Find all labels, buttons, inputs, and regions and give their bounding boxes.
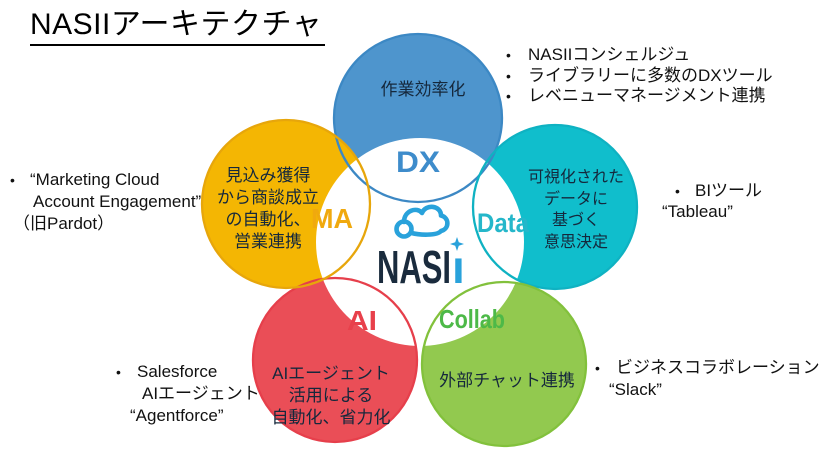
dx-circle-outline [332, 32, 504, 204]
dx-annotation: • NASIIコンシェルジュ • ライブラリーに多数のDXツール • レベニュー… [506, 45, 773, 107]
list-item: • レベニューマネージメント連携 [506, 86, 773, 107]
ma-annotation: • “Marketing Cloud Account Engagement” （… [8, 169, 201, 235]
collab-annotation: • ビジネスコラボレーション “Slack” [595, 357, 820, 401]
ma-circle-text: から商談成立 [217, 188, 319, 207]
ai-annotation: • Salesforce AIエージェント “Agentforce” [112, 361, 260, 427]
ai-circle-outline [251, 276, 419, 444]
ai-circle-text: 自動化、省力化 [272, 408, 391, 427]
ma-circle-outline [200, 118, 372, 290]
data-circle-text: データに [544, 189, 608, 208]
data-label: Data [477, 208, 530, 238]
cloud-loop-icon [394, 204, 450, 239]
ai-annotation-line: AIエージェント [142, 384, 260, 403]
ma-annotation-line: （旧Pardot） [13, 214, 115, 233]
dx-annotation-line: ライブラリーに多数のDXツール [528, 65, 773, 85]
circle-outlines [200, 32, 639, 448]
ma-circle-text: 見込み獲得 [226, 166, 311, 185]
logo-text-main: NASI [377, 241, 451, 293]
data-circle-outline [471, 123, 639, 291]
dx-annotation-line: NASIIコンシェルジュ [528, 45, 691, 64]
collab-circle-text: 外部チャット連携 [439, 371, 575, 390]
ma-circle-text: の自動化、 [226, 210, 311, 229]
ma-annotation-line: Account Engagement” [33, 192, 202, 211]
sparkle-icon [450, 237, 464, 251]
cloud-outline [401, 204, 450, 237]
ma-label: MA [311, 203, 353, 234]
circle-texts: 作業効率化 見込み獲得 から商談成立 の自動化、 営業連携 可視化された データ… [217, 80, 624, 427]
collab-annotation-line: “Slack” [609, 380, 662, 399]
bullet-icon: • [506, 67, 511, 84]
dx-label: DX [396, 146, 440, 179]
bullet-icon: • [116, 364, 121, 380]
ai-circle-text: AIエージェント [272, 364, 390, 383]
bullet-icon: • [595, 360, 600, 376]
data-circle-text: 意思決定 [544, 232, 608, 251]
ai-label: AI [347, 305, 377, 336]
nasii-logo: NASI ı [377, 204, 465, 293]
data-annotation-line: “Tableau” [662, 201, 733, 221]
bullet-icon: • [10, 172, 15, 188]
data-circle-text: 可視化された [528, 168, 624, 186]
data-annotation: • BIツール “Tableau” [662, 181, 762, 222]
data-annotation-line: BIツール [695, 181, 763, 200]
ai-circle-text: 活用による [289, 386, 374, 405]
list-item: • “Marketing Cloud [8, 169, 201, 191]
circle-labels: DX MA Data AI Collab [311, 146, 530, 336]
list-item: • ビジネスコラボレーション [595, 357, 820, 379]
dx-circle-text: 作業効率化 [381, 80, 466, 99]
list-item: • NASIIコンシェルジュ [506, 45, 773, 66]
logo-text-accent-i: ı [452, 241, 465, 293]
collab-circle-outline [420, 280, 588, 448]
bullet-icon: • [675, 183, 680, 199]
ai-annotation-line: Salesforce [137, 362, 218, 381]
data-circle-text: 基づく [552, 211, 600, 229]
bullet-icon: • [506, 88, 511, 104]
ai-annotation-line: “Agentforce” [130, 406, 224, 425]
list-item: • Salesforce [112, 361, 260, 383]
list-item: • BIツール [662, 181, 762, 202]
list-item: • ライブラリーに多数のDXツール [506, 66, 773, 87]
page-title: NASIIアーキテクチャ [30, 8, 326, 46]
ma-circle-text: 営業連携 [234, 232, 302, 251]
bullet-icon: • [506, 47, 511, 63]
collab-label: Collab [439, 304, 505, 334]
dx-annotation-line: レベニューマネージメント連携 [528, 86, 766, 105]
ma-annotation-line: “Marketing Cloud [30, 170, 160, 189]
collab-annotation-line: ビジネスコラボレーション [616, 358, 820, 377]
